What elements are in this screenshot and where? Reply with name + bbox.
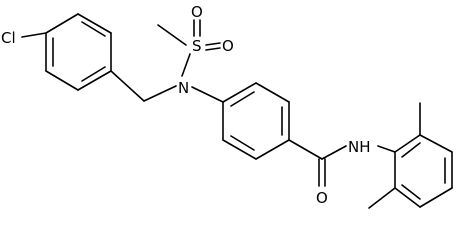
bond-n-ring [191, 86, 224, 103]
ring3-bond-a [394, 134, 421, 153]
atom-label-layer: Cl S O O N NH O [1, 3, 371, 207]
bond-cl-ring [21, 32, 47, 38]
oxygen-atom-label-top: O [191, 3, 203, 21]
sulfonamide-nitrogen-label: N [178, 79, 189, 97]
bond-ch2-n [143, 85, 177, 102]
sulfur-atom-label: S [192, 37, 202, 55]
ring1-double-1 [81, 21, 106, 37]
bond-s-o2-a [205, 42, 221, 46]
central-benzene-ring [222, 82, 290, 160]
carbonyl-oxygen-label: O [316, 189, 328, 207]
chemical-structure-diagram: Cl S O O N NH O [1, 3, 453, 209]
ring1-bond-b [77, 13, 112, 34]
bond-methyl-bottom [368, 187, 396, 209]
ring2-bond-b [255, 82, 290, 103]
oxygen-atom-label-right: O [222, 37, 234, 55]
ring2-bond-e [222, 139, 257, 160]
ring2-double-3 [230, 135, 255, 151]
ring2-bond-d [255, 139, 290, 160]
ring3-bond-d [419, 187, 453, 208]
ring1-bond-e [45, 70, 79, 91]
bond-layer [21, 13, 453, 209]
ring2-double-1 [230, 91, 255, 107]
amide-nitrogen-label: NH [348, 138, 371, 156]
ring3-double-3 [401, 184, 421, 200]
ring1-bond-a [45, 13, 79, 34]
bond-ring-carbonyl [288, 139, 323, 160]
bond-n-s [181, 53, 191, 77]
bond-c-nh [321, 145, 347, 160]
ring3-double-1 [401, 142, 421, 158]
bond-s-methyl [157, 24, 187, 46]
ring1-double-2 [81, 66, 106, 82]
bond-ring-ch2 [110, 70, 145, 102]
chlorine-atom-label: Cl [1, 29, 16, 47]
bond-nh-ring [377, 145, 396, 153]
bond-s-o2-b [205, 47, 221, 51]
ring3-bond-b [419, 134, 453, 153]
chlorophenyl-ring [45, 13, 112, 91]
ring3-bond-e [394, 187, 421, 208]
dimethylphenyl-ring [394, 134, 453, 208]
ring1-bond-d [77, 70, 112, 91]
ring2-bond-a [222, 82, 257, 103]
